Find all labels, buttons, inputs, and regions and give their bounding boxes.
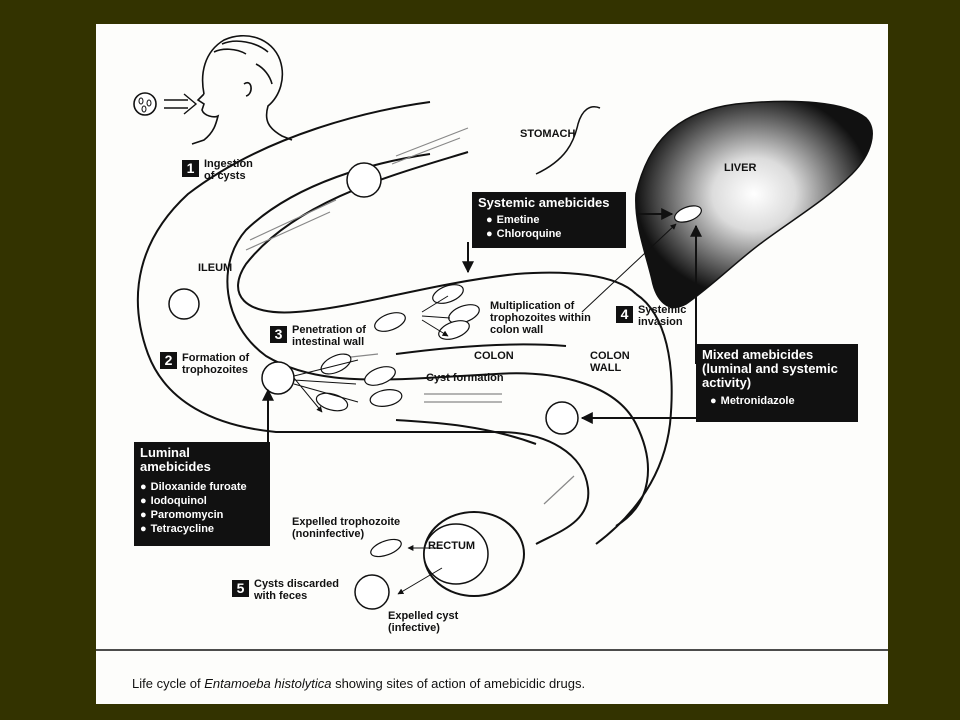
- expelled-cyst-label: Expelled cyst (infective): [388, 610, 459, 634]
- step-2-label: Formation of trophozoites: [182, 352, 250, 376]
- systemic-amebicides-title: Systemic amebicides: [478, 195, 610, 210]
- liver-label: LIVER: [724, 162, 757, 174]
- ingested-cyst-icon: [133, 92, 157, 116]
- luminal-drug-item: Paromomycin: [140, 508, 264, 522]
- mixed-amebicides-box: Mixed amebicides (luminal and systemic a…: [696, 344, 858, 422]
- figure-caption: Life cycle of Entamoeba histolytica show…: [132, 676, 585, 691]
- luminal-drug-item: Diloxanide furoate: [140, 480, 264, 494]
- trophozoite-cluster: [315, 205, 702, 558]
- colon-wall-label: COLON WALL: [590, 350, 630, 374]
- multiplication-label: Multiplication of trophozoites within co…: [490, 300, 591, 336]
- caption-suffix: showing sites of action of amebicidic dr…: [331, 676, 586, 691]
- flow-arrows: [245, 127, 575, 505]
- step-4-label: Systemic invasion: [638, 304, 687, 328]
- mixed-drug-item: Metronidazole: [710, 394, 852, 408]
- expelled-trophozoite-label: Expelled trophozoite (noninfective): [292, 516, 401, 540]
- drug-arrows: [262, 208, 702, 446]
- step-3-badge: 3: [270, 326, 287, 343]
- intestine-outline: [136, 101, 649, 545]
- human-head-figure: [191, 35, 293, 145]
- diagram-artwork: [96, 35, 888, 651]
- systemic-drug-item: Chloroquine: [486, 227, 620, 241]
- ingestion-arrow-icon: [164, 93, 198, 115]
- step-4-badge: 4: [616, 306, 633, 323]
- luminal-drug-item: Tetracycline: [140, 522, 264, 536]
- process-arrows: [293, 223, 677, 595]
- step-5-badge: 5: [232, 580, 249, 597]
- diagram-sheet: STOMACH LIVER ILEUM COLON COLON WALL REC…: [96, 24, 888, 704]
- mixed-amebicides-title: Mixed amebicides (luminal and systemic a…: [702, 347, 838, 390]
- rectum-label: RECTUM: [428, 540, 476, 552]
- rectum-shape: [423, 511, 525, 597]
- luminal-drug-item: Iodoquinol: [140, 494, 264, 508]
- step-2-badge: 2: [160, 352, 177, 369]
- caption-species: Entamoeba histolytica: [204, 676, 332, 691]
- luminal-amebicides-box: Luminal amebicides Diloxanide furoate Io…: [134, 442, 270, 546]
- step-3-label: Penetration of intestinal wall: [292, 324, 366, 348]
- stomach-label: STOMACH: [520, 128, 576, 140]
- systemic-amebicides-box: Systemic amebicides Emetine Chloroquine: [472, 192, 626, 248]
- cyst-formation-label: Cyst formation: [426, 372, 504, 384]
- colon-label: COLON: [474, 350, 514, 362]
- systemic-drug-item: Emetine: [486, 213, 620, 227]
- liver-shape: [635, 100, 873, 309]
- stomach-outline: [535, 106, 601, 175]
- step-1-badge: 1: [182, 160, 199, 177]
- step-1-label: Ingestion of cysts: [204, 158, 253, 182]
- ileum-inner-outline: [237, 151, 637, 314]
- caption-prefix: Life cycle of: [132, 676, 205, 691]
- cysts: [168, 162, 579, 610]
- luminal-amebicides-title: Luminal amebicides: [140, 445, 211, 474]
- step-5-label: Cysts discarded with feces: [254, 578, 339, 602]
- colon-outline: [395, 293, 673, 545]
- ileum-label: ILEUM: [198, 262, 233, 274]
